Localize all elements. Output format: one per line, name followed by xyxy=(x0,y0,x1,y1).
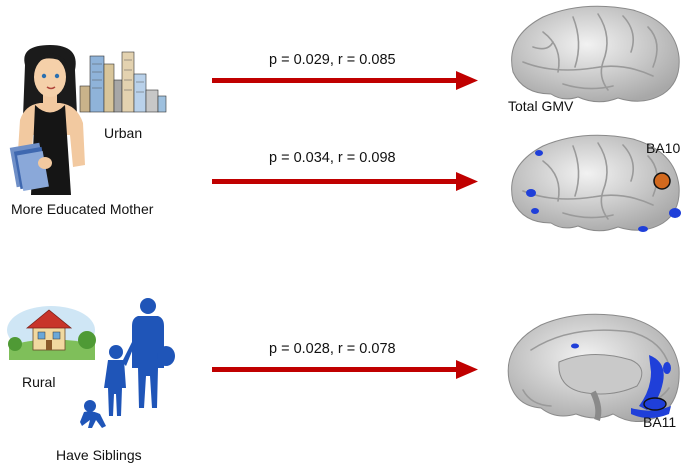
target-ba10: BA10 xyxy=(646,140,681,156)
brain-lateral-ba10-icon xyxy=(511,134,681,232)
siblings-label: Have Siblings xyxy=(56,447,142,463)
family-silhouette-icon xyxy=(80,298,175,428)
association-arrow-3 xyxy=(212,360,478,379)
association-arrow-2 xyxy=(212,172,478,191)
urban-label: Urban xyxy=(104,125,143,141)
target-ba11: BA11 xyxy=(643,414,677,430)
brain-lateral-icon xyxy=(511,5,680,103)
association-stat-1: p = 0.029, r = 0.085 xyxy=(269,52,396,68)
association-arrow-1 xyxy=(212,71,478,90)
association-stat-2: p = 0.034, r = 0.098 xyxy=(269,150,396,166)
brain-medial-icon xyxy=(507,313,680,422)
rural-label: Rural xyxy=(22,374,56,390)
city-buildings-icon xyxy=(79,51,167,113)
association-stat-3: p = 0.028, r = 0.078 xyxy=(269,341,396,357)
target-total-gmv: Total GMV xyxy=(508,98,574,114)
mother-label: More Educated Mother xyxy=(11,201,154,217)
woman-with-books-icon xyxy=(9,45,85,195)
house-landscape-icon xyxy=(7,306,96,360)
